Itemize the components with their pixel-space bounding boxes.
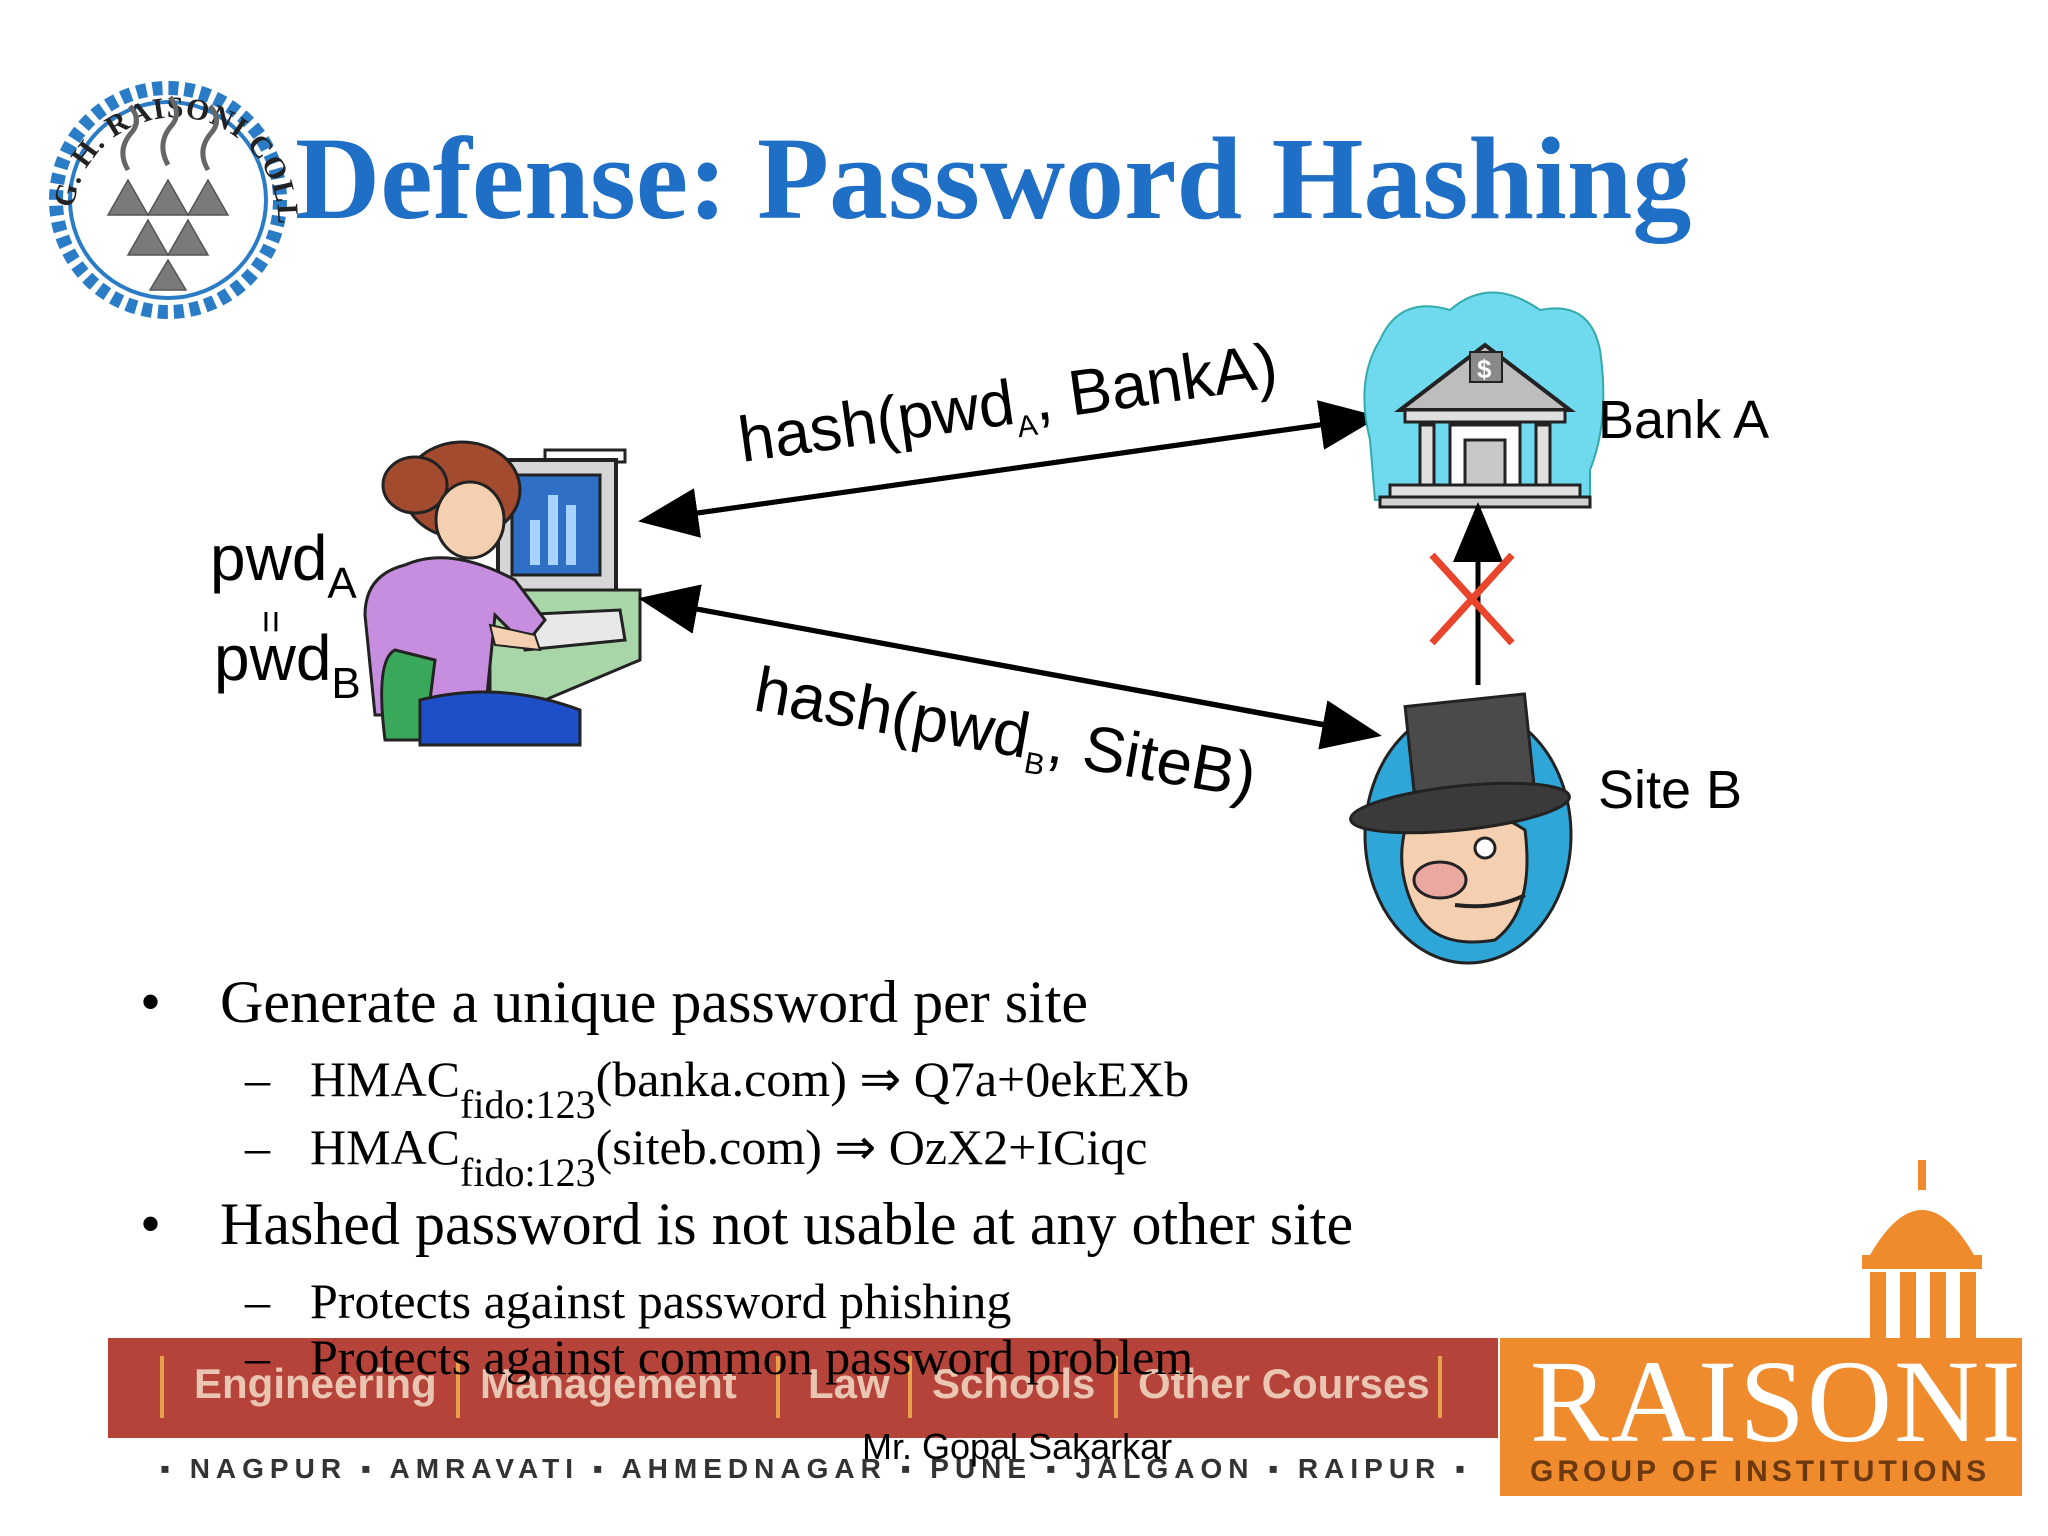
user-at-computer-icon	[363, 440, 642, 747]
hash-site-label: hash(pwdB, SiteB)	[748, 653, 1261, 819]
raisoni-brand-name: RAISONI	[1530, 1336, 2023, 1467]
slide-title: Defense: Password Hashing	[295, 113, 1692, 244]
author-name: Mr. Gopal Sakarkar	[862, 1426, 1173, 1467]
bullet-1-text: Generate a unique password per site	[220, 969, 1089, 1035]
svg-text:$: $	[1477, 354, 1492, 384]
sub-bullet-1-1: HMACfido:123(banka.com) ⇒ Q7a+0ekEXb	[310, 1051, 1190, 1127]
hash-bank-label: hash(pwdA, BankA)	[734, 329, 1283, 483]
bullet-marker: •	[140, 1191, 162, 1257]
dash-marker: –	[245, 1329, 270, 1385]
raisoni-brand-subtitle: GROUP OF INSTITUTIONS	[1530, 1455, 1991, 1488]
footer-cities: ▪ NAGPUR ▪ AMRAVATI ▪ AHMEDNAGAR ▪ PUNE …	[160, 1453, 1471, 1484]
sub-bullet-1-2: HMACfido:123(siteb.com) ⇒ OzX2+ICiqc	[310, 1119, 1148, 1195]
sub-bullet-2-1: Protects against password phishing	[310, 1273, 1012, 1329]
pwd-a-label: pwdA	[210, 522, 357, 608]
equals-sign: =	[249, 610, 293, 633]
bank-building-icon: $	[1363, 291, 1605, 509]
dash-marker: –	[245, 1273, 270, 1329]
footer-banner: Engineering Management Law Schools Other…	[108, 1338, 1498, 1438]
dome-building-icon	[1862, 1160, 1982, 1340]
banner-item-engineering: Engineering	[194, 1360, 437, 1407]
banner-item-management: Management	[480, 1360, 737, 1407]
banner-item-schools: Schools	[932, 1360, 1096, 1407]
bullet-2-text: Hashed password is not usable at any oth…	[220, 1191, 1354, 1257]
pwd-b-label: pwdB	[214, 622, 361, 708]
college-logo-seal: G. H. RAISONI COLLEGE OF ENGINEERING	[18, 40, 303, 319]
bank-a-label: Bank A	[1598, 390, 1769, 450]
phisher-top-hat-icon	[1349, 692, 1573, 965]
blocked-x-icon	[1429, 552, 1515, 646]
dash-marker: –	[245, 1119, 270, 1175]
banner-item-law: Law	[808, 1360, 890, 1407]
dash-marker: –	[245, 1051, 270, 1107]
site-b-label: Site B	[1598, 760, 1742, 820]
banner-item-other-courses: Other Courses	[1138, 1360, 1430, 1407]
sub-bullet-2-2: Protects against common password problem	[310, 1329, 1194, 1385]
raisoni-brand-block	[1500, 1338, 2022, 1496]
hashing-diagram: pwdA = pwdB hash(pwdA, BankA) hash(pwdB,…	[210, 291, 1769, 965]
bullet-marker: •	[140, 969, 162, 1035]
